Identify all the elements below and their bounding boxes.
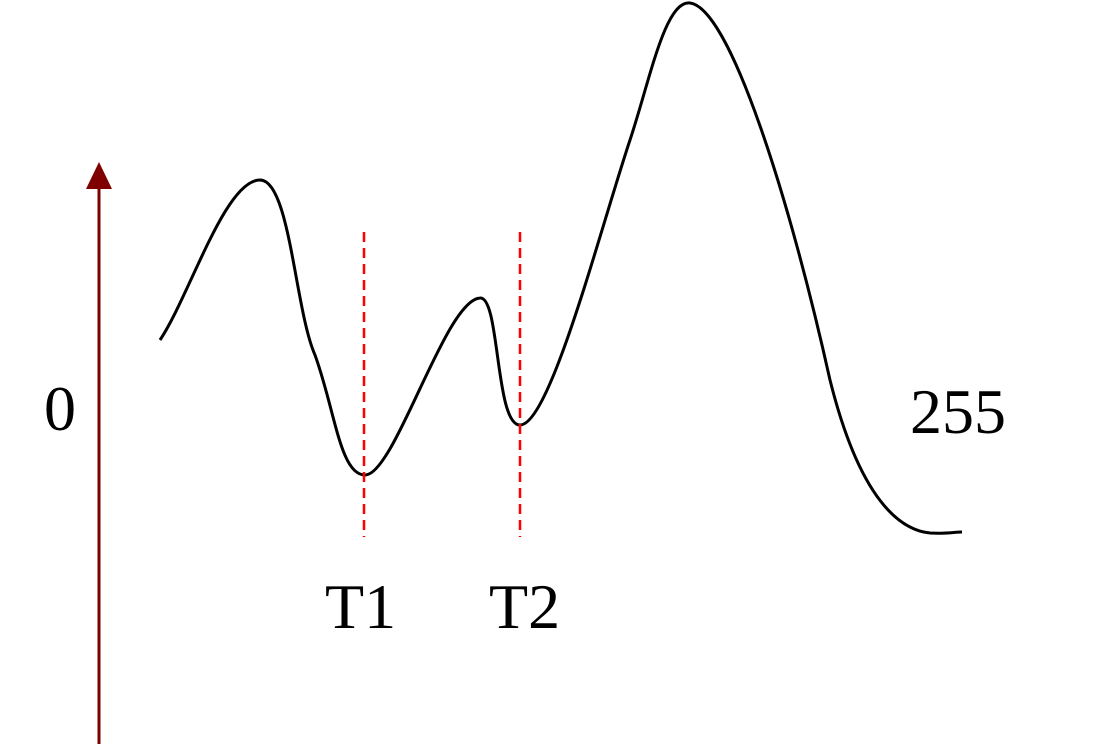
threshold-label-t2: T2 bbox=[489, 571, 560, 642]
origin-label: 0 bbox=[44, 373, 76, 444]
histogram-curve bbox=[158, 1, 963, 535]
threshold-label-t1: T1 bbox=[325, 571, 396, 642]
vertical-axis-arrow-icon bbox=[86, 162, 112, 189]
max-label: 255 bbox=[910, 376, 1006, 447]
